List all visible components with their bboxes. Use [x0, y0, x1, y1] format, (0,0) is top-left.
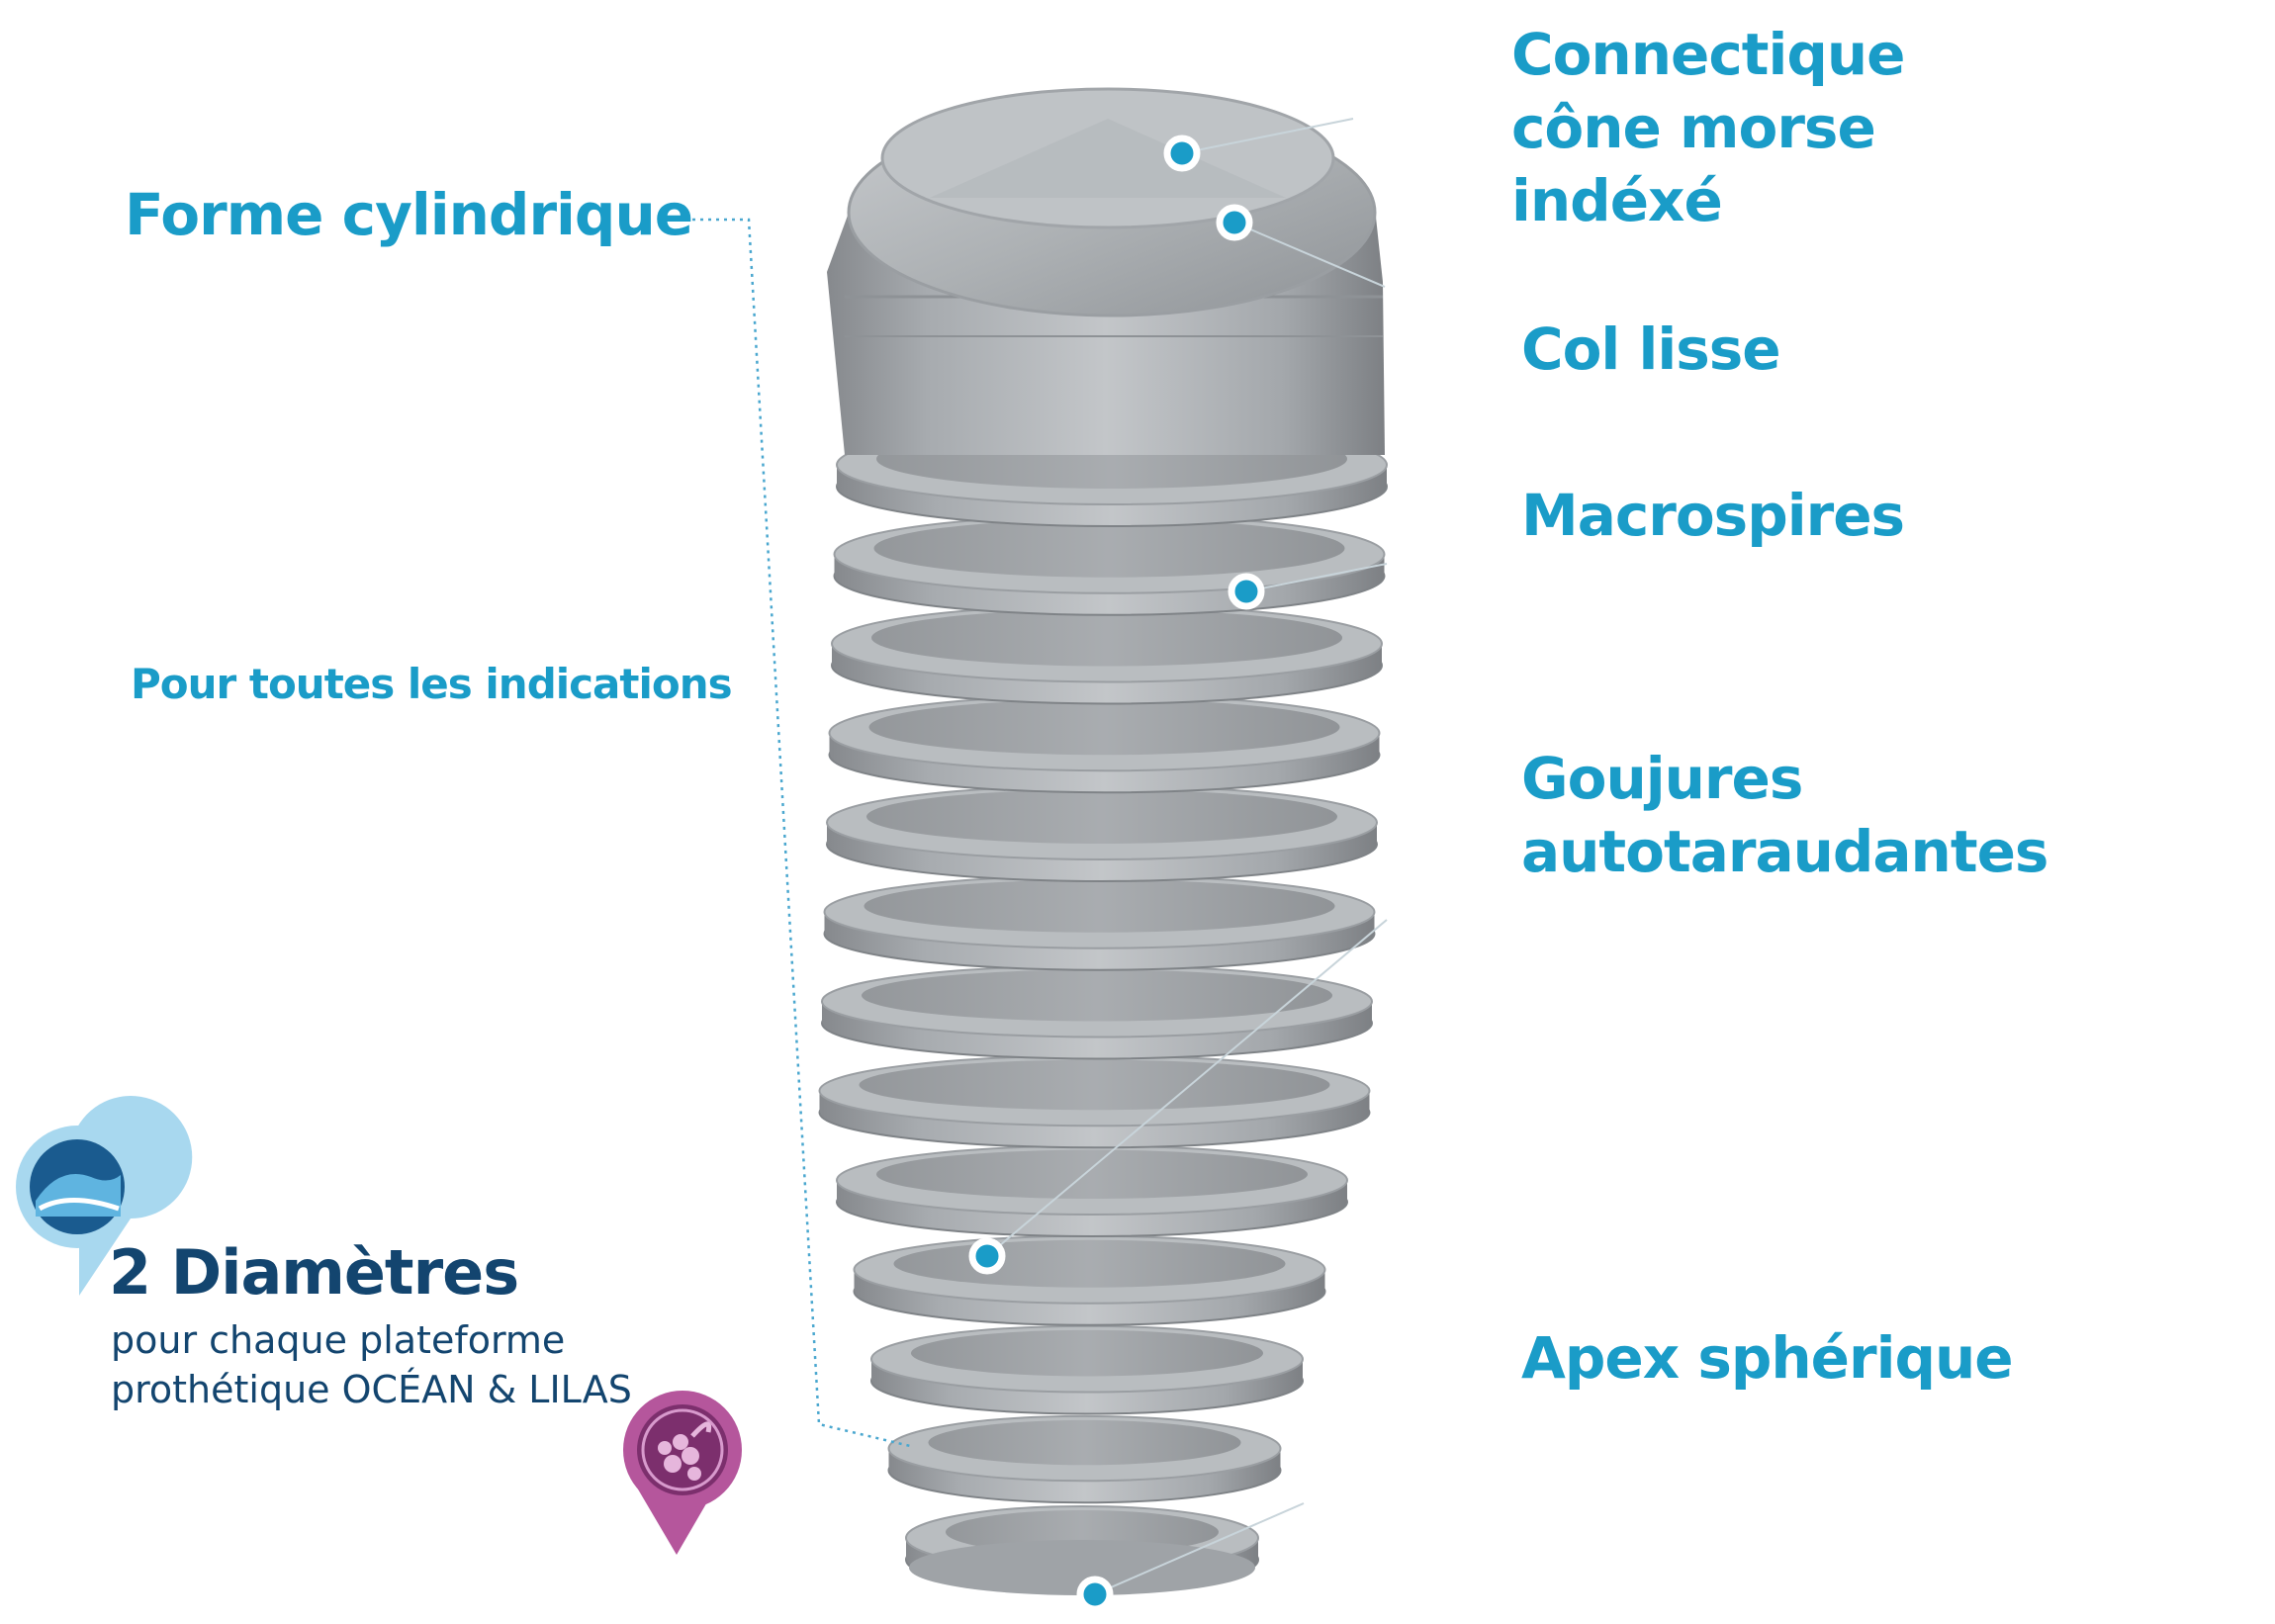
thread-core: [866, 789, 1337, 845]
label-macrospires: Macrospires: [1521, 482, 1905, 549]
dot-col-lisse: [1216, 204, 1253, 241]
thread-core: [876, 1149, 1308, 1200]
implant-body: [818, 87, 1388, 1595]
thread-core: [873, 519, 1345, 578]
thread-core: [862, 969, 1332, 1022]
label-col-lisse: Col lisse: [1521, 316, 1781, 383]
thread-core: [868, 699, 1340, 756]
diametres-title: 2 Diamètres: [109, 1236, 519, 1308]
label-goujures: Goujures autotaraudantes: [1521, 742, 2048, 888]
thread-core: [871, 609, 1342, 667]
label-connectique-line3: indéxé: [1511, 167, 1723, 234]
dot-connectique: [1163, 135, 1201, 172]
label-connectique-line2: cône morse: [1511, 94, 1876, 161]
thread-core: [859, 1059, 1330, 1111]
implant-collar: [827, 87, 1385, 455]
diametres-line1: pour chaque plateforme: [111, 1318, 566, 1362]
label-goujures-line1: Goujures: [1521, 745, 1803, 812]
diametres-line2: prothétique OCÉAN & LILAS: [111, 1368, 632, 1411]
thread-core: [911, 1329, 1263, 1377]
lilac-flower-pin-icon: [623, 1391, 742, 1555]
label-goujures-line2: autotaraudantes: [1521, 818, 2048, 885]
dot-apex: [1076, 1576, 1114, 1613]
leader-lines: [986, 118, 1388, 1595]
label-connectique-line1: Connectique: [1511, 21, 1905, 88]
thread-core: [864, 879, 1335, 933]
diametres-subtitle: pour chaque plateforme prothétique OCÉAN…: [111, 1315, 632, 1414]
dot-macrospires: [1228, 573, 1265, 610]
callout-dots: [968, 135, 1265, 1613]
apex-cap: [909, 1540, 1255, 1595]
label-indications: Pour toutes les indications: [131, 660, 733, 708]
label-forme-cylindrique: Forme cylindrique: [125, 181, 693, 248]
thread-core: [893, 1239, 1286, 1288]
dot-goujures: [968, 1237, 1006, 1275]
ocean-wave-pin-icon: [16, 1096, 193, 1296]
label-connectique: Connectique cône morse indéxé: [1511, 18, 1905, 237]
thread-core: [928, 1419, 1241, 1466]
label-apex: Apex sphérique: [1521, 1324, 2014, 1392]
